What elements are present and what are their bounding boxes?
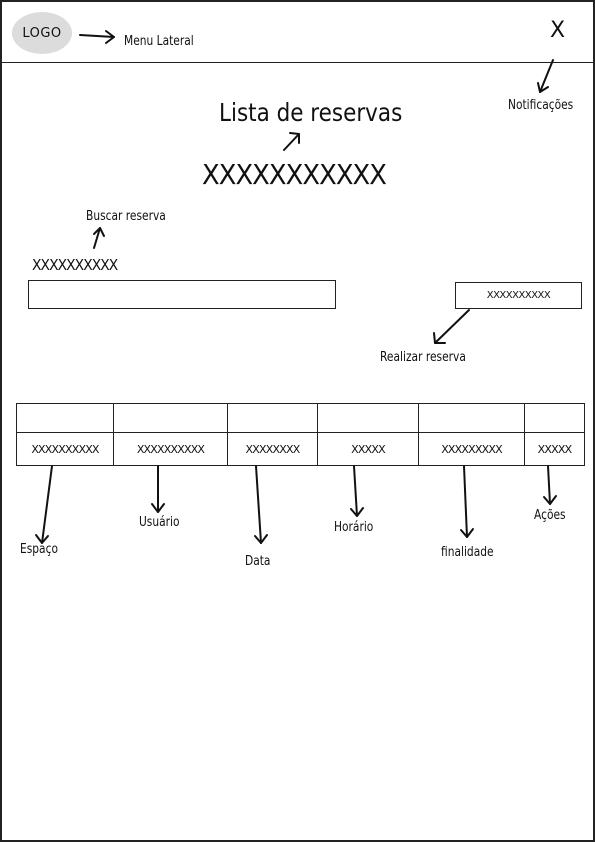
arrow-icon	[537, 82, 549, 93]
header-divider	[2, 62, 593, 63]
table-header-divider	[17, 432, 584, 433]
column-divider	[113, 404, 114, 465]
notification-icon[interactable]: X	[550, 18, 565, 43]
arrow-icon	[283, 133, 300, 151]
page-title: Lista de reservas	[219, 98, 403, 127]
column-divider	[524, 404, 525, 465]
table-cell-data: XXXXXXXX	[245, 443, 301, 456]
arrow-icon	[93, 227, 101, 249]
arrow-icon	[151, 503, 165, 513]
arrow-icon	[79, 34, 115, 38]
column-divider	[418, 404, 419, 465]
column-annotation-horario: Horário	[334, 520, 374, 535]
logo[interactable]: LOGO	[12, 12, 72, 54]
page-title-placeholder: XXXXXXXXXXX	[202, 158, 387, 191]
search-label: XXXXXXXXXX	[32, 256, 118, 274]
arrow-icon	[353, 465, 358, 517]
search-annotation: Buscar reserva	[86, 209, 166, 224]
table-cell-horario: XXXXX	[351, 443, 385, 456]
column-divider	[227, 404, 228, 465]
arrow-icon	[105, 30, 115, 44]
search-input[interactable]	[28, 280, 336, 309]
column-annotation-data: Data	[245, 554, 271, 569]
arrow-icon	[93, 227, 105, 237]
column-annotation-espaco: Espaço	[20, 542, 58, 557]
menu-annotation: Menu Lateral	[124, 34, 194, 49]
arrow-icon	[543, 495, 557, 505]
reserve-annotation: Realizar reserva	[380, 350, 466, 365]
column-divider	[317, 404, 318, 465]
column-annotation-acoes: Ações	[534, 508, 566, 523]
arrow-icon	[547, 465, 551, 505]
arrow-icon	[463, 465, 468, 538]
arrow-icon	[254, 534, 268, 544]
arrow-icon	[255, 465, 262, 544]
reserve-button[interactable]: XXXXXXXXXX	[455, 282, 582, 309]
arrow-icon	[460, 528, 474, 538]
reservations-table: XXXXXXXXXX XXXXXXXXXX XXXXXXXX XXXXX XXX…	[16, 403, 585, 466]
arrow-icon	[35, 534, 49, 544]
table-cell-acoes[interactable]: XXXXX	[537, 443, 572, 456]
column-annotation-usuario: Usuário	[139, 515, 180, 530]
arrow-icon	[350, 507, 364, 517]
column-annotation-finalidade: finalidade	[441, 545, 494, 560]
arrow-icon	[41, 465, 53, 544]
arrow-icon	[289, 132, 300, 144]
table-cell-espaco: XXXXXXXXXX	[31, 443, 99, 456]
arrow-icon	[434, 309, 470, 344]
table-cell-usuario: XXXXXXXXXX	[136, 443, 205, 456]
arrow-icon	[539, 59, 554, 93]
table-cell-finalidade: XXXXXXXXX	[441, 443, 502, 456]
arrow-icon	[433, 332, 446, 344]
notification-annotation: Notificações	[508, 98, 574, 113]
